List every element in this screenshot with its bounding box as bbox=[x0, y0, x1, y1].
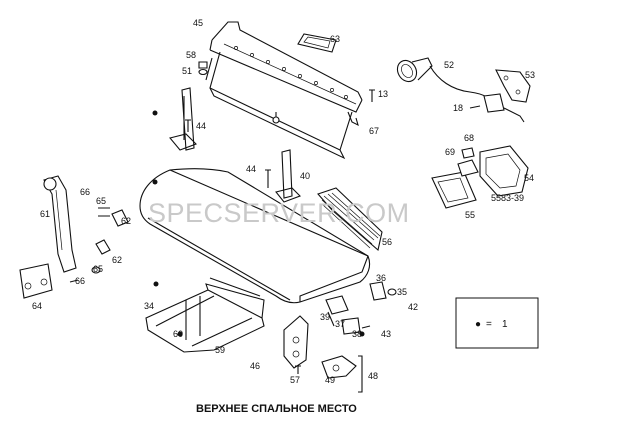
label-36: 36 bbox=[376, 273, 386, 283]
legend-equals: = bbox=[486, 319, 492, 330]
fasteners-upper bbox=[198, 61, 375, 102]
label-35: 35 bbox=[397, 287, 407, 297]
part-labels: 45 63 58 51 13 67 52 53 18 44 44 40 68 6… bbox=[32, 18, 535, 385]
label-49: 49 bbox=[325, 375, 335, 385]
label-57: 57 bbox=[290, 375, 300, 385]
label-40: 40 bbox=[300, 171, 310, 181]
label-65b: 65 bbox=[93, 264, 103, 274]
label-63: 63 bbox=[330, 34, 340, 44]
label-39: 39 bbox=[320, 312, 330, 322]
label-64: 64 bbox=[32, 301, 42, 311]
label-46: 46 bbox=[250, 361, 260, 371]
label-68: 68 bbox=[464, 133, 474, 143]
legend-value: 1 bbox=[502, 319, 508, 330]
label-53: 53 bbox=[525, 70, 535, 80]
hinge-arm-61 bbox=[19, 175, 129, 299]
label-38: 38 bbox=[352, 329, 362, 339]
label-58: 58 bbox=[186, 50, 196, 60]
legend-box: ● = 1 bbox=[455, 297, 539, 349]
label-51: 51 bbox=[182, 66, 192, 76]
watermark: SPECSERVER.COM bbox=[148, 198, 410, 228]
lamp-63 bbox=[297, 33, 337, 53]
support-frame-34 bbox=[145, 277, 265, 353]
label-65a: 65 bbox=[96, 196, 106, 206]
label-48: 48 bbox=[368, 371, 378, 381]
latch-parts bbox=[325, 281, 397, 335]
label-43: 43 bbox=[381, 329, 391, 339]
label-56: 56 bbox=[382, 237, 392, 247]
label-62b: 62 bbox=[112, 255, 122, 265]
label-44a: 44 bbox=[196, 121, 206, 131]
bracket-49 bbox=[321, 355, 363, 393]
label-42: 42 bbox=[408, 302, 418, 312]
bunk-board bbox=[139, 168, 371, 304]
grille-56 bbox=[317, 187, 383, 252]
label-37: 37 bbox=[335, 319, 345, 329]
bunk-frame-45 bbox=[205, 21, 363, 160]
label-ref: 5583-39 bbox=[491, 193, 524, 203]
hinge-plate-46 bbox=[283, 315, 309, 374]
label-34: 34 bbox=[144, 301, 154, 311]
label-60: 60 bbox=[173, 329, 183, 339]
bracket-44-left bbox=[169, 87, 197, 151]
label-67: 67 bbox=[369, 126, 379, 136]
label-69: 69 bbox=[445, 147, 455, 157]
label-13: 13 bbox=[378, 89, 388, 99]
legend-marker: ● bbox=[475, 319, 481, 330]
cable-lamp-52 bbox=[396, 57, 531, 123]
label-54: 54 bbox=[524, 173, 534, 183]
bracket-40 bbox=[265, 149, 301, 203]
label-44b: 44 bbox=[246, 164, 256, 174]
label-52: 52 bbox=[444, 60, 454, 70]
label-62a: 62 bbox=[121, 216, 131, 226]
label-66b: 66 bbox=[75, 276, 85, 286]
label-18: 18 bbox=[453, 103, 463, 113]
label-61: 61 bbox=[40, 209, 50, 219]
label-55: 55 bbox=[465, 210, 475, 220]
lamp-housing-54 bbox=[431, 145, 529, 209]
diagram-title: ВЕРХНЕЕ СПАЛЬНОЕ МЕСТО bbox=[196, 403, 357, 415]
label-66a: 66 bbox=[80, 187, 90, 197]
label-45: 45 bbox=[193, 18, 203, 28]
label-59: 59 bbox=[215, 345, 225, 355]
